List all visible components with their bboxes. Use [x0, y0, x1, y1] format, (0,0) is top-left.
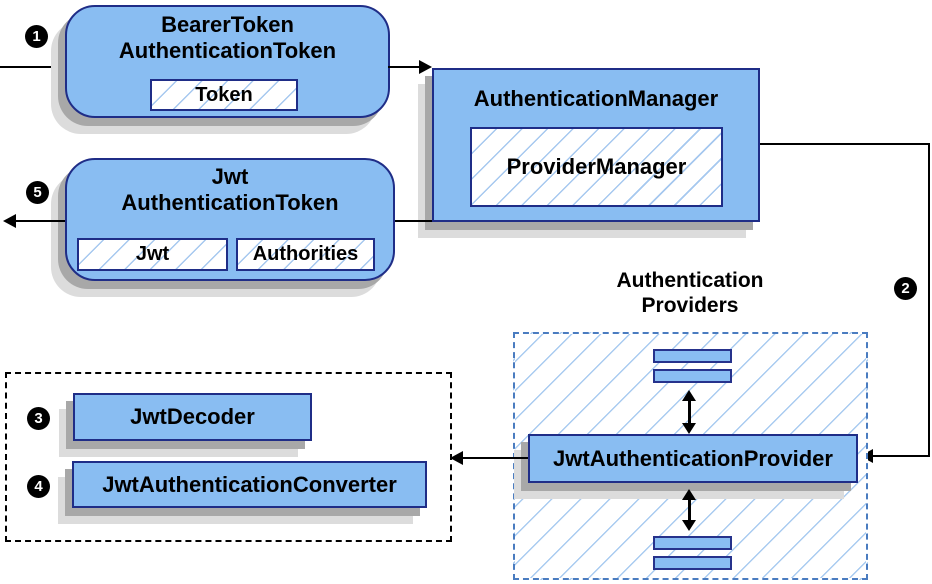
provider-to-resolvers-arrowhead [450, 451, 463, 465]
resolvers-group-container [5, 372, 452, 542]
jwt-decoder-box: JwtDecoder [73, 393, 312, 441]
bearer-to-manager-arrowhead [419, 60, 432, 74]
top-double-arrow-down-head [682, 423, 696, 434]
outgoing-result-arrowhead [3, 214, 16, 228]
authorities-inner-box: Authorities [236, 238, 375, 271]
jwt-authentication-converter-box: JwtAuthenticationConverter [72, 461, 427, 508]
provider-placeholder-bar [653, 556, 732, 570]
provider-manager-label: ProviderManager [506, 154, 687, 179]
bottom-double-arrow-down-head [682, 520, 696, 531]
jwt-authentication-converter-label: JwtAuthenticationConverter [102, 471, 397, 497]
manager-to-provider-line-bottom [872, 455, 930, 457]
top-double-arrow-line [688, 399, 691, 425]
step-2-number: 2 [901, 280, 910, 297]
provider-placeholder-bar [653, 349, 732, 363]
step-1-number: 1 [32, 28, 41, 45]
authentication-manager-title: AuthenticationManager [473, 86, 719, 111]
step-1-badge: 1 [25, 25, 48, 48]
token-inner-box: Token [150, 79, 298, 111]
jwt-authentication-provider-box: JwtAuthenticationProvider [528, 434, 858, 483]
manager-to-provider-line-vertical [928, 143, 930, 457]
token-label: Token [195, 83, 253, 106]
bottom-double-arrow-up-head [682, 489, 696, 500]
bottom-double-arrow-line [688, 498, 691, 522]
step-2-badge: 2 [894, 277, 917, 300]
provider-manager-inner-box: ProviderManager [470, 127, 723, 207]
top-double-arrow-up-head [682, 390, 696, 401]
step-5-number: 5 [33, 184, 42, 201]
step-5-badge: 5 [26, 181, 49, 204]
jwt-decoder-label: JwtDecoder [130, 404, 255, 429]
jwt-authentication-provider-label: JwtAuthenticationProvider [553, 445, 833, 471]
bearer-to-manager-line [388, 66, 422, 68]
jwt-inner-box: Jwt [77, 238, 228, 271]
provider-to-resolvers-line [461, 457, 528, 459]
authorities-label: Authorities [252, 243, 359, 265]
provider-placeholder-bar [653, 369, 732, 383]
step-3-number: 3 [34, 410, 43, 427]
manager-to-jwt-token-line [395, 220, 432, 222]
step-3-badge: 3 [27, 407, 50, 430]
step-4-badge: 4 [27, 475, 50, 498]
outgoing-result-line [13, 220, 65, 222]
provider-placeholder-bar [653, 536, 732, 550]
step-4-number: 4 [34, 478, 43, 495]
incoming-request-line [0, 66, 66, 68]
manager-to-provider-line-top [760, 143, 930, 145]
jwt-label: Jwt [135, 243, 170, 265]
